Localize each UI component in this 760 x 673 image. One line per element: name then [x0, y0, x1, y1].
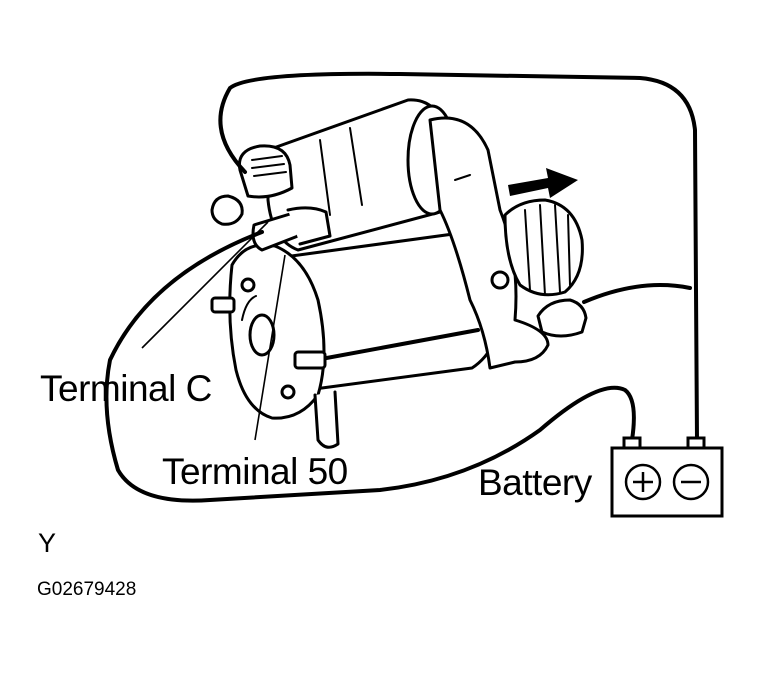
battery-positive-terminal: [624, 463, 662, 501]
figure-code: G02679428: [37, 579, 137, 600]
starter-motor-icon: [210, 98, 588, 449]
battery-icon: [610, 436, 724, 518]
terminal-c-label: Terminal C: [40, 368, 212, 409]
test-leads: [104, 71, 699, 503]
arrow-right-icon: [508, 168, 578, 198]
terminal-50-label: Terminal 50: [162, 451, 348, 492]
leader-lines: [141, 221, 286, 441]
battery-negative-terminal: [672, 463, 710, 501]
corner-mark: Y: [38, 528, 57, 558]
battery-label: Battery: [478, 462, 592, 503]
